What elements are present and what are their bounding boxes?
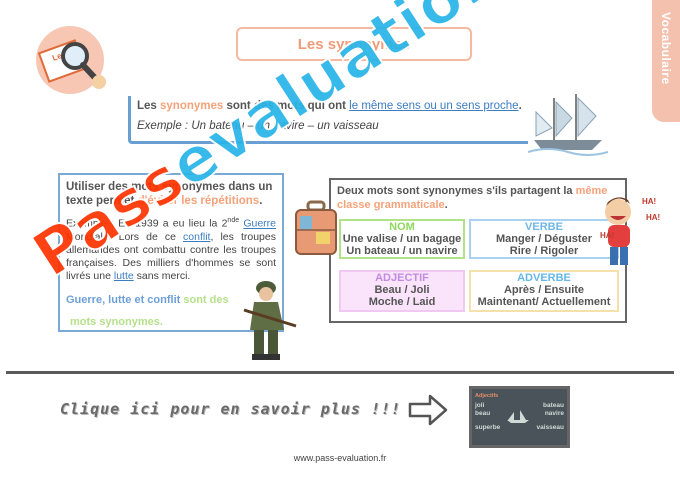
def-part1: Les xyxy=(137,100,161,112)
def-part3: . xyxy=(518,100,522,112)
thumb-word-4: navire xyxy=(544,410,564,417)
grammar-heading: Deux mots sont synonymes s'ils partagent… xyxy=(337,184,619,212)
cell-verbe-line2: Rire / Rigoler xyxy=(509,245,579,257)
lesson-thumbnail[interactable]: Adjectifs joli bateau beau navire superb… xyxy=(469,386,570,448)
magnifier-lesson-icon: Leçon xyxy=(36,26,106,94)
usage-box: Utiliser des mots synonymes dans un text… xyxy=(58,173,284,332)
laugh-bubble-2: HA! xyxy=(646,213,660,222)
usage-foot3: mots synonymes. xyxy=(70,315,163,328)
cell-nom-line1: Une valise / un bagage xyxy=(342,233,462,245)
usage-heading: Utiliser des mots synonymes dans un text… xyxy=(66,180,276,208)
thumb-ship-icon xyxy=(506,410,529,423)
cell-nom-title: NOM xyxy=(389,221,415,233)
cell-adjectif-line1: Beau / Joli xyxy=(374,284,430,296)
usage-text-d: , les troupes allemandes ont combattu co… xyxy=(66,230,276,282)
laugh-bubble-1: HA! xyxy=(642,197,656,206)
definition-text: Les synonymes sont des mots qui ont le m… xyxy=(137,100,522,112)
usage-text-sup: nde xyxy=(227,217,240,224)
laugh-bubble-3: HA! xyxy=(600,231,614,240)
word-conflit: conflit xyxy=(183,230,211,243)
thumb-word-3: beau xyxy=(475,410,491,417)
suitcase-icon xyxy=(295,200,337,255)
thumb-word-6: vaisseau xyxy=(536,424,564,431)
grammar-class-box: Deux mots sont synonymes s'ils partagent… xyxy=(329,178,627,323)
def-part2: sont des mots qui ont xyxy=(223,100,350,112)
usage-foot1: Guerre, lutte et conflit xyxy=(66,293,181,306)
usage-text-e: sans merci. xyxy=(133,269,191,282)
usage-head-emphasis: d'éviter les répétitions xyxy=(137,195,260,207)
usage-example: Exemple : En 1939 a eu lieu la 2nde Guer… xyxy=(66,214,276,283)
cell-nom: NOM Une valise / un bagage Un bateau / u… xyxy=(339,219,465,259)
cell-adjectif: ADJECTIF Beau / Joli Moche / Laid xyxy=(339,270,465,312)
usage-foot2: sont des xyxy=(180,293,229,306)
cell-nom-line2: Un bateau / un navire xyxy=(346,245,458,257)
cell-verbe: VERBE Manger / Déguster Rire / Rigoler xyxy=(469,219,619,259)
arrow-right-icon[interactable] xyxy=(408,392,448,428)
side-tab: Vocabulaire xyxy=(652,0,680,122)
definition-box: Les synonymes sont des mots qui ont le m… xyxy=(128,96,528,144)
side-tab-label: Vocabulaire xyxy=(659,12,673,85)
cell-verbe-line1: Manger / Déguster xyxy=(496,233,592,245)
def-emphasis: le même sens ou un sens proche xyxy=(349,100,519,112)
grammar-head-emphasis: même classe grammaticale xyxy=(337,185,608,211)
usage-text-a: Exemple : En 1939 a eu lieu la 2 xyxy=(66,217,228,230)
page-title: Les synonymes xyxy=(236,27,472,61)
cell-adjectif-line2: Moche / Laid xyxy=(368,296,436,308)
ship-illustration xyxy=(528,94,608,156)
usage-head-part2: . xyxy=(259,195,263,207)
cell-verbe-title: VERBE xyxy=(525,221,563,233)
grammar-head-part2: . xyxy=(444,199,448,211)
word-guerre: Guerre xyxy=(243,217,276,230)
footer-url[interactable]: www.pass-evaluation.fr xyxy=(293,453,387,463)
thumb-word-2: bateau xyxy=(543,402,564,409)
usage-conclusion: Guerre, lutte et conflit sont des mots s… xyxy=(66,289,276,333)
cell-adverbe-title: ADVERBE xyxy=(517,272,571,284)
cell-adjectif-title: ADJECTIF xyxy=(375,272,429,284)
divider xyxy=(6,371,674,374)
thumb-word-5: superbe xyxy=(475,424,501,431)
grammar-head-part1: Deux mots sont synonymes s'ils partagent… xyxy=(337,185,576,197)
usage-head-part1: Utiliser des mots synonymes dans un text… xyxy=(66,181,273,207)
word-lutte: lutte xyxy=(113,269,134,282)
cell-adverbe-line1: Après / Ensuite xyxy=(503,284,585,296)
soldier-illustration xyxy=(243,281,297,360)
def-word: synonymes xyxy=(160,100,224,112)
usage-text-c: Mondiale. Lors de ce xyxy=(66,230,184,243)
learn-more-link[interactable]: Clique ici pour en savoir plus !!! xyxy=(60,400,402,418)
thumb-tag: Adjectifs xyxy=(475,393,499,399)
definition-example: Exemple : Un bateau – un navire – un vai… xyxy=(137,120,379,132)
thumb-word-1: joli xyxy=(475,402,485,409)
laughing-boy-illustration: HA! HA! HA! xyxy=(600,197,660,265)
cell-adverbe: ADVERBE Après / Ensuite Maintenant/ Actu… xyxy=(469,270,619,312)
cell-adverbe-line2: Maintenant/ Actuellement xyxy=(477,296,611,308)
